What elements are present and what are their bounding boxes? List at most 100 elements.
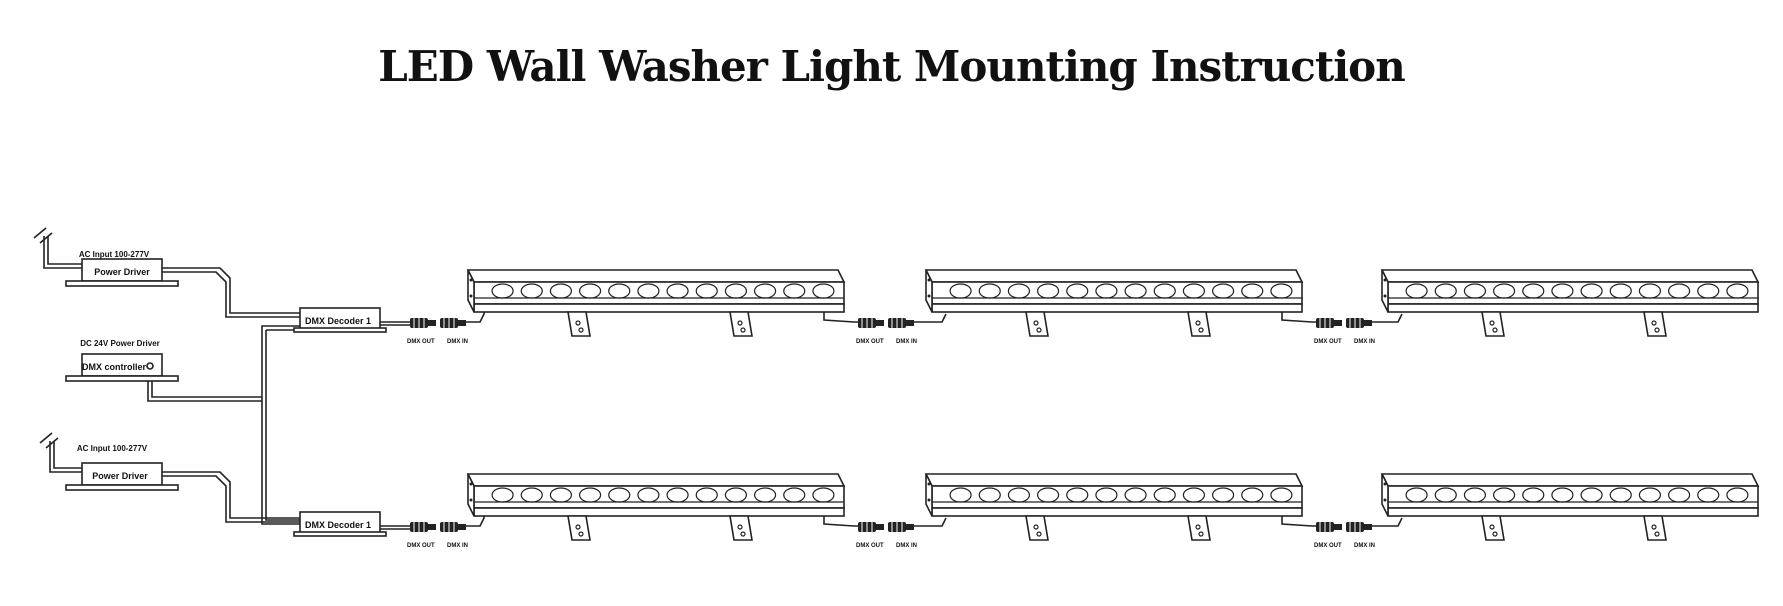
- led-lens-icon: [549, 487, 573, 503]
- screw-icon: [469, 294, 473, 298]
- led-lens-icon: [1667, 487, 1691, 503]
- xlr-connector-icon: [858, 318, 884, 328]
- led-lens-icon: [608, 283, 631, 299]
- wall-washer-fixture: [1380, 269, 1760, 337]
- led-lens-icon: [1609, 487, 1632, 503]
- led-lens-icon: [578, 487, 602, 503]
- led-lens-icon: [1463, 487, 1487, 503]
- led-lens-icon: [753, 283, 777, 299]
- led-lens-icon: [1726, 487, 1749, 503]
- mounting-bracket-icon: [567, 311, 591, 337]
- bracket-hole: [1036, 531, 1042, 537]
- connector-tip: [1364, 524, 1372, 530]
- dmx-in-label: DMX IN: [1354, 339, 1375, 345]
- fixture-top: [466, 473, 846, 487]
- xlr-connector-icon: [440, 318, 466, 328]
- fixture-top: [1380, 473, 1760, 487]
- led-lens-icon: [1241, 283, 1264, 299]
- fixture-end-cap: [925, 473, 933, 517]
- led-lens-icon: [695, 283, 718, 299]
- mounting-bracket-icon: [729, 311, 753, 337]
- led-lens-icon: [1697, 283, 1720, 299]
- connector-tip: [1334, 320, 1342, 326]
- bracket-hole: [1033, 320, 1039, 326]
- led-lens-icon: [1066, 487, 1089, 503]
- dmx-controller-label: DMX controller: [82, 362, 147, 372]
- led-lens-icon: [520, 283, 543, 299]
- dmx-decoder-label: DMX Decoder 1: [305, 520, 371, 530]
- led-lens-icon: [1124, 283, 1147, 299]
- dmx-in-label: DMX IN: [896, 543, 917, 549]
- wall-washer-fixture: [924, 473, 1304, 541]
- bracket-plate: [1025, 515, 1049, 541]
- wall-washer-fixture: [466, 269, 846, 337]
- xlr-connector-icon: [410, 522, 436, 532]
- bracket-plate: [1025, 311, 1049, 337]
- bracket-hole: [737, 320, 743, 326]
- led-lens-icon: [1182, 487, 1206, 503]
- led-lens-icon: [1405, 487, 1428, 503]
- led-lens-icon: [1638, 283, 1662, 299]
- xlr-connector-icon: [440, 522, 466, 532]
- cable: [823, 312, 862, 323]
- xlr-connector-icon: [410, 318, 436, 328]
- dmx-out-label: DMX OUT: [1314, 543, 1342, 549]
- bracket-hole: [740, 327, 746, 333]
- bracket-hole: [1654, 531, 1660, 537]
- fixture-base: [473, 507, 845, 517]
- fixture-base: [1387, 507, 1759, 517]
- dmx-out-label: DMX OUT: [407, 543, 435, 549]
- bracket-hole: [1654, 327, 1660, 333]
- cable: [914, 517, 947, 527]
- cable: [1281, 312, 1320, 323]
- bracket-plate: [1643, 311, 1667, 337]
- wiring-lines: [33, 227, 300, 525]
- bracket-plate: [1187, 515, 1211, 541]
- screw-icon: [1383, 482, 1387, 486]
- cable: [1372, 517, 1403, 527]
- led-lens-icon: [549, 283, 573, 299]
- bracket-hole: [578, 327, 584, 333]
- mounting-bracket-icon: [1643, 311, 1667, 337]
- xlr-connector-icon: [1316, 522, 1342, 532]
- led-lens-icon: [491, 487, 514, 503]
- mains-plug-icon: [39, 432, 82, 473]
- xlr-connector-icon: [858, 522, 884, 532]
- led-lens-icon: [1124, 487, 1147, 503]
- fixture-end-cap: [1381, 269, 1389, 313]
- led-lens-icon: [578, 283, 602, 299]
- screw-icon: [1383, 278, 1387, 282]
- screw-icon: [927, 482, 931, 486]
- power-driver-label: Power Driver: [92, 471, 148, 481]
- fixture-end-cap: [467, 269, 475, 313]
- fixture-base: [931, 303, 1303, 313]
- led-lens-icon: [1667, 283, 1691, 299]
- bracket-plate: [567, 515, 591, 541]
- bracket-plate: [729, 515, 753, 541]
- dmx-decoder-bottom: DMX Decoder 1: [293, 511, 387, 537]
- led-lens-icon: [1211, 283, 1235, 299]
- xlr-connector-icon: [1346, 318, 1372, 328]
- bracket-hole: [1489, 524, 1495, 530]
- led-lens-icon: [949, 283, 972, 299]
- screw-icon: [469, 482, 473, 486]
- led-lens-icon: [1726, 283, 1749, 299]
- led-lens-icon: [1270, 283, 1293, 299]
- dc-power-driver-label: DC 24V Power Driver: [80, 339, 160, 348]
- mounting-bracket-icon: [1187, 311, 1211, 337]
- led-lens-icon: [1153, 283, 1176, 299]
- led-lens-icon: [1463, 283, 1487, 299]
- dmx-out-label: DMX OUT: [856, 339, 884, 345]
- led-lens-icon: [1580, 283, 1603, 299]
- led-lens-icon: [1211, 487, 1235, 503]
- mounting-bracket-icon: [1187, 515, 1211, 541]
- power-driver-top: Power Driver AC Input 100-277V: [65, 250, 179, 287]
- led-lens-icon: [1492, 487, 1516, 503]
- led-lens-icon: [783, 487, 806, 503]
- mounting-bracket-icon: [1481, 311, 1505, 337]
- led-lens-icon: [1241, 487, 1264, 503]
- mounting-bracket-icon: [1025, 515, 1049, 541]
